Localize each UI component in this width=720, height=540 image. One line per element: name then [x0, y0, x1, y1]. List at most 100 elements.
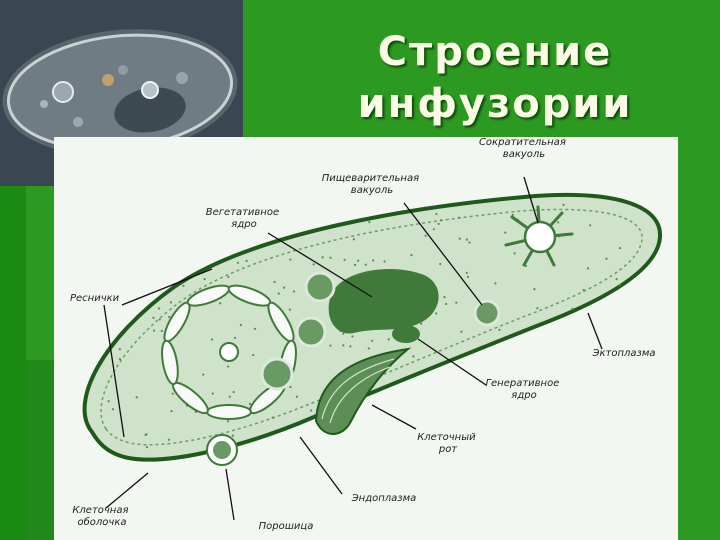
granule — [329, 344, 332, 347]
granule — [465, 271, 468, 274]
granule — [152, 316, 155, 319]
label-cilia: Реснички — [70, 293, 120, 304]
label-endoplasm: Эндоплазма — [351, 493, 417, 504]
granule — [289, 385, 292, 389]
anal-pore-vacuole — [206, 434, 238, 466]
granule — [557, 221, 560, 224]
granule — [533, 288, 536, 291]
granule — [412, 355, 415, 358]
granule — [468, 241, 471, 244]
granule — [168, 315, 171, 319]
granule — [562, 203, 565, 206]
granule — [455, 301, 458, 304]
granule — [321, 256, 324, 259]
granule — [457, 216, 461, 219]
granule — [586, 267, 590, 270]
granule — [439, 262, 442, 266]
title-line-1: Строение — [377, 29, 613, 75]
granule — [236, 261, 239, 264]
label-anal-pore: Порошица — [259, 521, 314, 532]
granule — [460, 330, 463, 333]
digestive-vacuoles — [260, 271, 501, 391]
granule — [357, 259, 360, 262]
granule — [372, 259, 375, 262]
granule — [466, 275, 470, 278]
granule — [145, 445, 149, 449]
granule — [513, 252, 516, 255]
granule — [571, 307, 574, 310]
granule — [107, 400, 110, 403]
granule — [371, 339, 374, 342]
granule — [342, 332, 345, 335]
granule — [343, 258, 346, 261]
granule — [312, 263, 315, 266]
label-contractile-vacuole: Сократительная вакуоль — [479, 137, 569, 160]
granule — [248, 402, 252, 406]
granule — [118, 358, 122, 361]
granule — [498, 328, 501, 331]
granule — [118, 348, 121, 351]
micronucleus — [392, 325, 420, 343]
granule — [239, 323, 243, 327]
granule — [211, 392, 214, 395]
paramecium-diagram: Сократительная вакуоль Пищеварительная в… — [54, 137, 678, 540]
granule — [233, 336, 237, 340]
granule — [410, 254, 413, 257]
granule — [228, 395, 231, 398]
granule — [157, 307, 161, 310]
granule — [245, 259, 248, 263]
granule — [364, 263, 367, 266]
granule — [465, 238, 468, 241]
granule — [231, 434, 234, 437]
granule — [342, 344, 345, 347]
granule — [383, 260, 386, 263]
granule — [618, 246, 622, 250]
page-title: Строение инфузории — [330, 26, 660, 130]
granule — [292, 290, 296, 293]
background-band-left — [0, 186, 26, 540]
granule — [252, 353, 255, 357]
granule — [445, 302, 448, 306]
granule — [169, 301, 172, 304]
granule — [351, 335, 354, 338]
granule — [329, 256, 332, 259]
granule — [158, 318, 161, 321]
granule — [435, 312, 438, 315]
granule — [160, 329, 163, 333]
granule — [536, 307, 539, 310]
granule — [227, 365, 230, 368]
granule — [618, 283, 621, 286]
granule — [349, 345, 352, 348]
granule — [615, 277, 618, 281]
granule — [111, 408, 115, 411]
granule — [232, 390, 235, 394]
granule — [424, 234, 427, 237]
granule — [288, 308, 291, 311]
granule — [443, 295, 446, 299]
granule — [170, 410, 173, 413]
contractile-vacuole-right — [504, 205, 574, 267]
granule — [227, 420, 230, 423]
granule — [182, 284, 185, 287]
granule — [171, 392, 174, 395]
granule — [289, 258, 292, 261]
granule — [219, 302, 222, 305]
granule — [367, 347, 370, 350]
granule — [353, 263, 357, 266]
granule — [144, 433, 147, 436]
granule — [494, 282, 497, 285]
microscope-photo — [0, 0, 243, 186]
granule — [420, 322, 423, 325]
granule — [435, 212, 438, 216]
granule — [253, 327, 257, 330]
label-micronucleus: Генеративное ядро — [485, 378, 562, 401]
granule — [202, 373, 205, 376]
granule — [271, 416, 274, 419]
background-band-bottom-left — [26, 360, 54, 540]
granule — [273, 280, 276, 284]
granule — [589, 224, 592, 227]
granule — [387, 338, 390, 341]
granule — [437, 222, 440, 225]
granule — [605, 257, 608, 260]
